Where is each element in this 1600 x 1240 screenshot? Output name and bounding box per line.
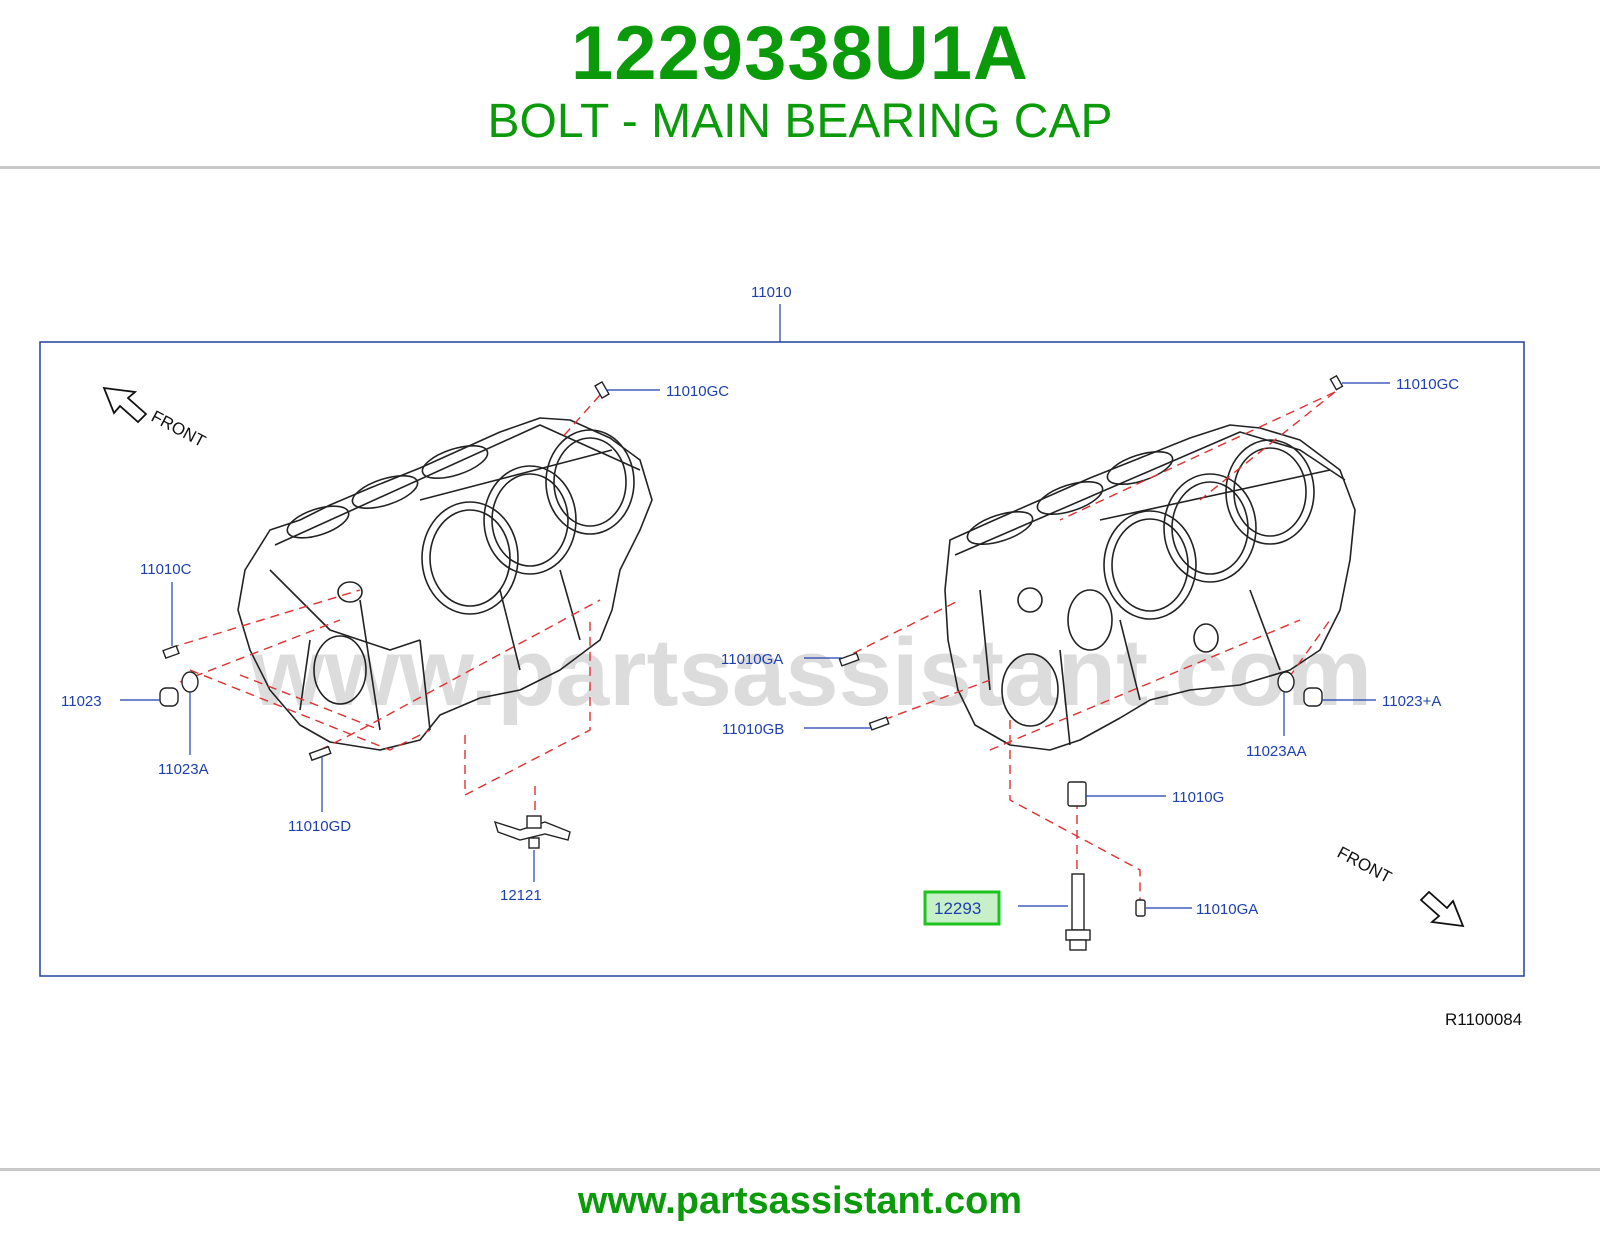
callout-11010g[interactable]: 11010G: [1172, 789, 1224, 806]
front-label-left: FRONT: [148, 407, 209, 451]
callout-11010gd[interactable]: 11010GD: [288, 818, 351, 835]
part-number: 1229338U1A: [571, 11, 1029, 96]
header-divider: [0, 166, 1600, 169]
callout-12121[interactable]: 12121: [500, 887, 542, 904]
callout-leaders: [120, 382, 1390, 909]
callout-11010gc-right[interactable]: 11010GC: [1396, 376, 1459, 393]
callout-11010c[interactable]: 11010C: [140, 561, 192, 578]
front-label-right: FRONT: [1334, 843, 1395, 887]
callout-12293[interactable]: 12293: [934, 899, 981, 918]
callout-11010ga-mid[interactable]: 11010GA: [721, 651, 783, 668]
dashed-leaders: [169, 391, 1336, 910]
front-arrow-left-icon: [102, 386, 148, 424]
callout-11010[interactable]: 11010: [751, 284, 792, 301]
small-parts: [159, 374, 1344, 951]
watermark: www.partsassistant.com: [249, 619, 1372, 726]
callout-11023a[interactable]: 11023A: [158, 761, 209, 778]
callout-11010gc-left[interactable]: 11010GC: [666, 383, 729, 400]
diagram-canvas: 11010 www.partsassistant.com FRONT FRONT: [39, 284, 1525, 1029]
footer-divider: [0, 1168, 1600, 1171]
callout-11023plusa[interactable]: 11023+A: [1382, 693, 1441, 710]
engine-block-left: [237, 417, 653, 751]
engine-block-right: [944, 424, 1356, 751]
callout-11010gb[interactable]: 11010GB: [722, 721, 784, 738]
reference-code: R1100084: [1445, 1010, 1522, 1029]
parts-diagram: 11010 www.partsassistant.com FRONT FRONT: [0, 170, 1600, 1166]
page-header: 1229338U1A BOLT - MAIN BEARING CAP: [0, 0, 1600, 168]
front-arrow-right-icon: [1419, 890, 1465, 928]
highlight-box-12293[interactable]: [923, 890, 1001, 926]
part-name: BOLT - MAIN BEARING CAP: [487, 95, 1113, 148]
diagram-frame: [39, 341, 1525, 977]
callout-11010ga-bottom[interactable]: 11010GA: [1196, 901, 1258, 918]
callout-11023[interactable]: 11023: [61, 693, 102, 710]
footer-url-link[interactable]: www.partsassistant.com: [577, 1180, 1023, 1222]
callout-11023aa[interactable]: 11023AA: [1246, 743, 1307, 760]
